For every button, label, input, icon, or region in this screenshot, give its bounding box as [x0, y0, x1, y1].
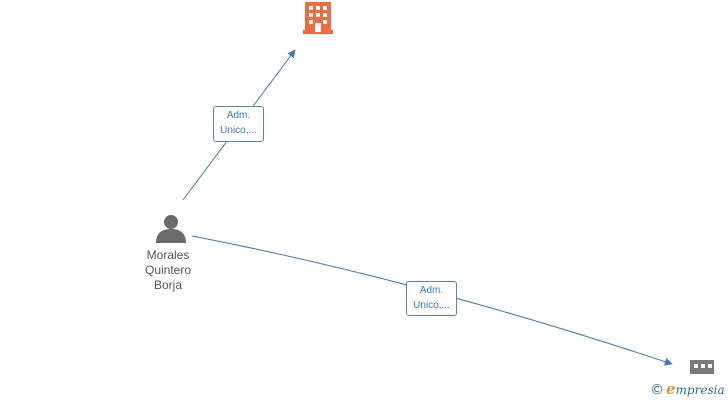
edge-role-label[interactable]: Adm. Unico,...: [213, 106, 264, 142]
person-name-label: Morales Quintero Borja: [123, 248, 213, 293]
person-name-line: Quintero: [144, 263, 192, 277]
edge-role-line: Unico,...: [220, 125, 257, 136]
edge-role-label[interactable]: Adm. Unico,...: [406, 281, 457, 316]
edge-role-line: Unico,...: [413, 300, 450, 311]
brand-initial: e: [666, 380, 676, 398]
building-icon[interactable]: [303, 2, 333, 34]
person-name-line: Morales: [146, 248, 190, 262]
person-name-line: Borja: [153, 278, 182, 292]
empresia-watermark: ©empresia: [650, 380, 725, 398]
building-icon[interactable]: [690, 360, 714, 374]
person-icon[interactable]: [156, 215, 186, 243]
edge-role-line: Adm.: [419, 285, 444, 296]
brand-name: mpresia: [675, 383, 725, 397]
copyright-symbol: ©: [650, 382, 664, 398]
edge-role-line: Adm.: [226, 110, 251, 121]
